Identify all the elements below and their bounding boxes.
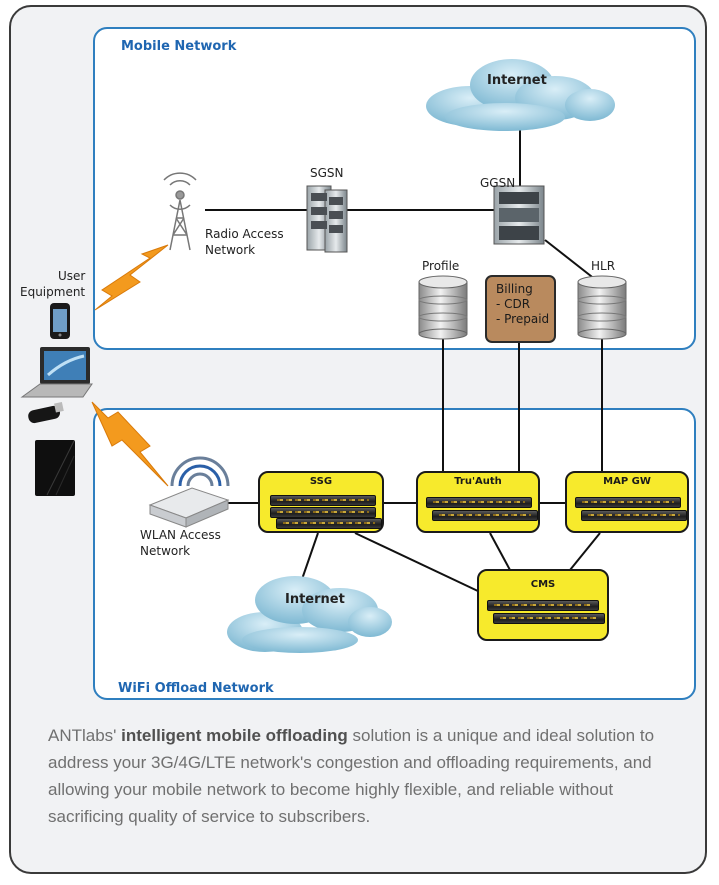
billing-title: Billing xyxy=(496,282,533,296)
lightning-wifi-icon xyxy=(91,401,169,487)
truauth-rack-1 xyxy=(426,497,532,508)
ssg-rack-2 xyxy=(270,507,376,518)
wlan-router-icon xyxy=(148,456,230,528)
description-paragraph: ANTlabs' intelligent mobile offloading s… xyxy=(48,722,688,830)
cms-node: CMS xyxy=(477,569,609,641)
line-ssg-internet xyxy=(299,532,319,586)
description-suffix: solution is a unique and ideal solution … xyxy=(48,726,655,826)
wlan-label-line1: WLAN Access xyxy=(140,528,221,542)
hlr-label: HLR xyxy=(591,259,616,273)
mapgw-rack-2 xyxy=(581,510,687,521)
line-mapgw-cms xyxy=(569,532,601,571)
internet-bottom-label: Internet xyxy=(285,592,345,607)
cms-title: CMS xyxy=(530,579,556,590)
ssg-rack-1 xyxy=(270,495,376,506)
line-truauth-cms xyxy=(489,532,511,571)
wifi-network-title: WiFi Offload Network xyxy=(118,681,274,696)
ggsn-server-icon xyxy=(493,185,545,245)
user-equipment-label-line1: User xyxy=(58,269,86,283)
user-equipment-label-line2: Equipment xyxy=(20,285,86,299)
laptop-icon xyxy=(20,347,93,398)
smartphone-icon xyxy=(50,303,70,339)
description-highlight: intelligent mobile offloading xyxy=(121,726,348,745)
truauth-rack-2 xyxy=(432,510,538,521)
ggsn-label: GGSN xyxy=(480,176,516,190)
billing-box: Billing - CDR - Prepaid xyxy=(485,275,556,343)
ssg-rack-3 xyxy=(276,518,382,529)
radio-access-label-line2: Network xyxy=(205,243,256,257)
line-ssg-cms xyxy=(354,532,481,593)
radio-tower-icon xyxy=(163,172,197,251)
mapgw-node: MAP GW xyxy=(565,471,689,533)
ssg-node: SSG xyxy=(258,471,384,533)
mapgw-title: MAP GW xyxy=(603,476,651,487)
truauth-title: Tru'Auth xyxy=(454,476,502,487)
billing-item-cdr: - CDR xyxy=(496,297,531,311)
internet-cloud-bottom-icon xyxy=(227,576,392,653)
sgsn-server-icon xyxy=(306,185,348,253)
profile-database-icon xyxy=(418,275,468,340)
wlan-label-line2: Network xyxy=(140,544,191,558)
cms-rack-1 xyxy=(487,600,599,611)
billing-item-prepaid: - Prepaid xyxy=(496,312,550,326)
radio-access-label-line1: Radio Access xyxy=(205,227,284,241)
mobile-network-title: Mobile Network xyxy=(121,39,237,54)
usb-dongle-icon xyxy=(28,402,64,424)
tablet-icon xyxy=(35,440,75,496)
lightning-mobile-icon xyxy=(94,244,169,311)
line-ggsn-hlr xyxy=(544,239,597,281)
description-prefix: ANTlabs' xyxy=(48,726,122,745)
sgsn-label: SGSN xyxy=(310,166,344,180)
internet-top-label: Internet xyxy=(487,73,547,88)
cms-rack-2 xyxy=(493,613,605,624)
truauth-node: Tru'Auth xyxy=(416,471,540,533)
internet-cloud-top-icon xyxy=(426,59,615,131)
ssg-title: SSG xyxy=(309,476,333,487)
wifi-network-box xyxy=(93,408,696,700)
mapgw-rack-1 xyxy=(575,497,681,508)
hlr-database-icon xyxy=(577,275,627,340)
profile-label: Profile xyxy=(422,259,460,273)
